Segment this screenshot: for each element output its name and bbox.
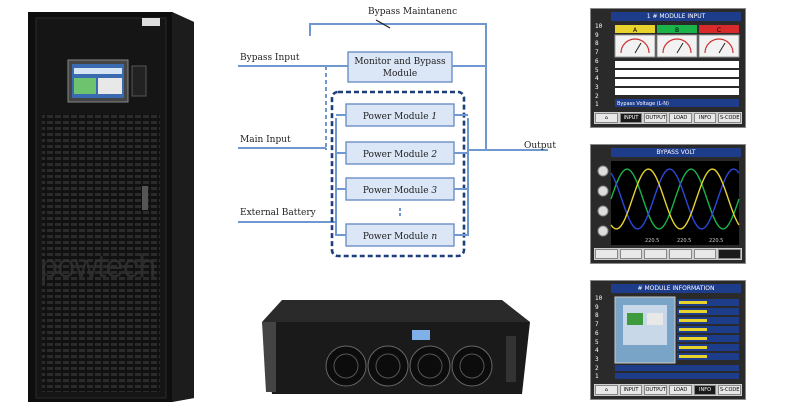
row-number: 9 bbox=[595, 303, 599, 311]
rack-mount-ups-image bbox=[262, 300, 530, 394]
monitor-module-label-2: Module bbox=[383, 69, 417, 79]
row-number: 5 bbox=[595, 66, 599, 74]
monitor-bypass-module bbox=[347, 51, 453, 83]
tab-output[interactable]: OUTPUT bbox=[644, 385, 668, 395]
external-battery-label: External Battery bbox=[240, 208, 317, 218]
row-number: 8 bbox=[595, 40, 599, 48]
row-number: 2 bbox=[595, 92, 599, 100]
svg-text:220.5: 220.5 bbox=[709, 238, 723, 244]
tab-output[interactable]: OUTPUT bbox=[644, 113, 668, 123]
row-number: 3 bbox=[595, 355, 599, 363]
home-icon[interactable]: ⌂ bbox=[595, 113, 618, 123]
power-module-group-frame bbox=[330, 90, 466, 258]
bypass-maintenance-label: Bypass Maintanenc bbox=[368, 7, 457, 17]
panel-input-title: 1 # MODULE INPUT bbox=[611, 12, 741, 21]
tab-info[interactable]: INFO bbox=[693, 113, 717, 123]
tab-info[interactable]: INFO bbox=[693, 385, 717, 395]
tab-load[interactable]: LOAD bbox=[669, 113, 692, 123]
power-module-label-2: Power Module 2 bbox=[363, 150, 438, 160]
power-module-label-3: Power Module 3 bbox=[363, 186, 438, 196]
power-module-label-n: Power Module n bbox=[363, 232, 438, 242]
power-module-label-1: Power Module 1 bbox=[363, 112, 437, 122]
row-number: 6 bbox=[595, 57, 599, 65]
row-number: 1 bbox=[595, 373, 599, 381]
bypass-maintenance-wire bbox=[309, 23, 487, 150]
row-number: 10 bbox=[595, 295, 603, 302]
row-number: 1 bbox=[595, 101, 599, 109]
row-number: 4 bbox=[595, 347, 599, 355]
svg-text:220.5: 220.5 bbox=[677, 238, 691, 244]
row-number: 3 bbox=[595, 83, 599, 91]
home-icon[interactable]: ⌂ bbox=[595, 385, 618, 395]
panel-volt-waveform: 220.5 220.5 220.5 bbox=[597, 161, 740, 245]
monitor-module-label-1: Monitor and Bypass bbox=[354, 57, 446, 67]
svg-text:Bypass Voltage (L-N): Bypass Voltage (L-N) bbox=[617, 101, 669, 107]
tab-s-code[interactable]: S-CODE bbox=[718, 113, 742, 123]
svg-text:A: A bbox=[633, 27, 638, 34]
row-number: 10 bbox=[595, 23, 603, 30]
output-label: Output bbox=[524, 141, 556, 151]
row-number: 7 bbox=[595, 49, 599, 57]
tab-s-code[interactable]: S-CODE bbox=[718, 385, 742, 395]
row-number: 4 bbox=[595, 75, 599, 83]
tab-input[interactable]: INPUT bbox=[619, 113, 643, 123]
bypass-input-label: Bypass Input bbox=[240, 53, 300, 63]
panel-info-content bbox=[614, 296, 739, 379]
svg-text:220.5: 220.5 bbox=[645, 238, 659, 244]
row-number: 6 bbox=[595, 329, 599, 337]
ups-block-diagram: Bypass Maintanenc Bypass Input Monitor a… bbox=[238, 7, 556, 258]
svg-text:B: B bbox=[675, 27, 679, 34]
row-number: 5 bbox=[595, 338, 599, 346]
tab-input[interactable]: INPUT bbox=[619, 385, 643, 395]
panel-volt-title: BYPASS VOLT bbox=[611, 148, 741, 157]
svg-text:C: C bbox=[717, 27, 721, 34]
row-number: 7 bbox=[595, 321, 599, 329]
row-number: 2 bbox=[595, 364, 599, 372]
panel-info-title: # MODULE INFORMATION bbox=[611, 284, 741, 293]
panel-volt-iconbar bbox=[594, 248, 742, 260]
panel-input-gauges: A B C Bypass Voltage (L-N) bbox=[614, 25, 740, 107]
ups-cabinet-image bbox=[28, 12, 194, 402]
panel-bypass-volt: BYPASS VOLT 220.5 220.5 220.5 bbox=[590, 144, 746, 264]
main-input-label: Main Input bbox=[240, 135, 291, 145]
row-number: 9 bbox=[595, 31, 599, 39]
row-number: 8 bbox=[595, 312, 599, 320]
brand-watermark: powtech bbox=[40, 248, 156, 284]
tab-load[interactable]: LOAD bbox=[669, 385, 692, 395]
